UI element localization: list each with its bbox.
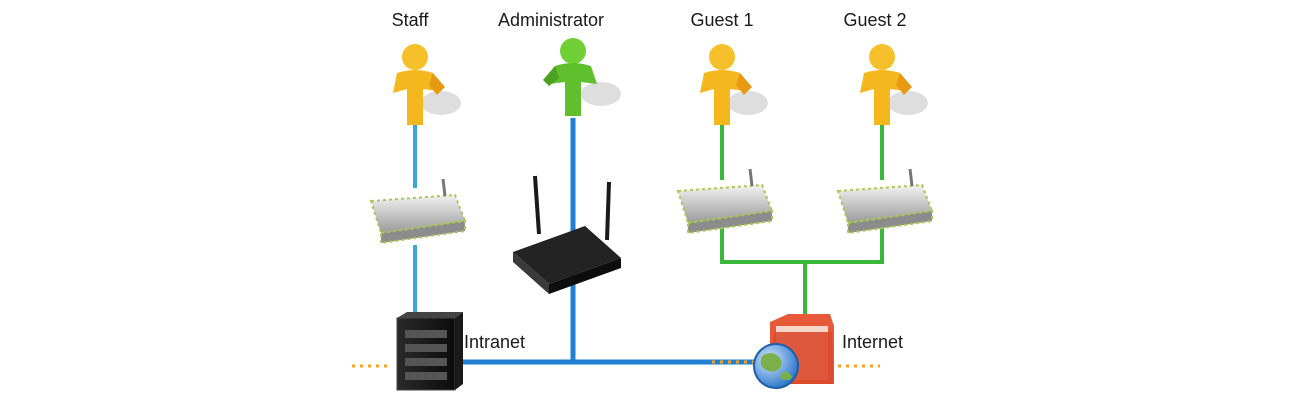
staff-person-icon — [393, 44, 461, 125]
guest2-person-icon — [860, 44, 928, 125]
staff-label: Staff — [391, 10, 429, 30]
administrator-person-icon — [543, 38, 621, 116]
intranet-label: Intranet — [464, 332, 526, 352]
guest2-label: Guest 2 — [843, 10, 907, 30]
link-guest-routers-join — [720, 225, 884, 264]
internet-label: Internet — [842, 332, 904, 352]
guest1-virtual-router-icon — [676, 168, 774, 235]
administrator-label: Administrator — [497, 10, 605, 30]
internet-globe-icon — [753, 343, 799, 389]
guest2-virtual-router-icon — [836, 168, 934, 235]
guest1-label: Guest 1 — [690, 10, 754, 30]
guest1-person-icon — [700, 44, 768, 125]
physical-router-icon — [513, 175, 621, 294]
intranet-server-icon — [396, 312, 463, 391]
staff-virtual-router-icon — [369, 178, 467, 245]
